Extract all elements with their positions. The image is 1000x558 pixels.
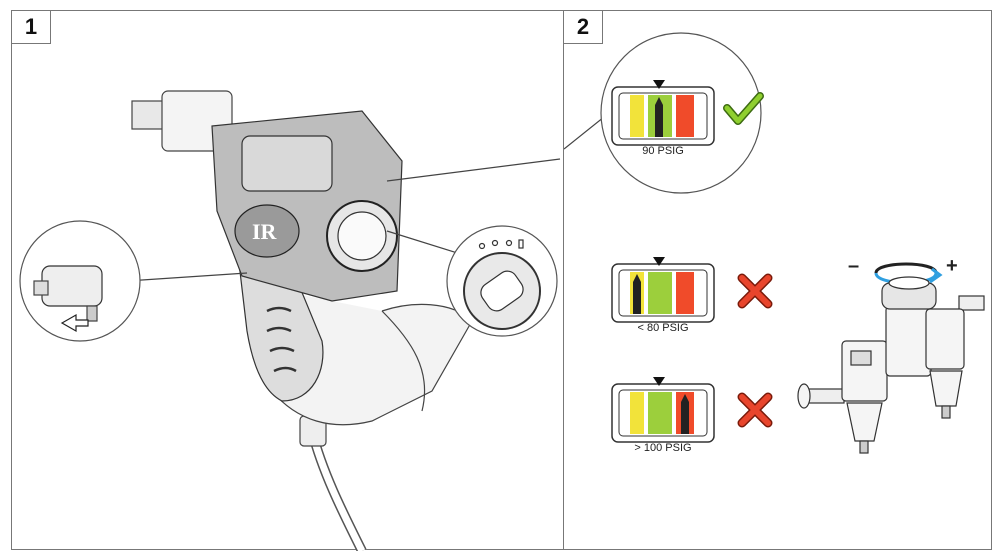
gauge-needle <box>681 394 689 434</box>
gauge-label: > 100 PSIG <box>634 442 692 454</box>
pressure-gauges-illustration <box>564 32 985 454</box>
cross-icon <box>737 273 773 309</box>
gauge-label: 90 PSIG <box>642 145 684 157</box>
panel-step-2: 2 <box>563 10 992 550</box>
gauge-label: < 80 PSIG <box>637 322 689 334</box>
gauge-under-80-psig <box>611 257 715 323</box>
gauge-pointer <box>653 377 665 386</box>
gauge-pointer <box>653 257 665 266</box>
check-icon <box>723 92 764 125</box>
cross-icon <box>737 392 773 428</box>
step-number: 2 <box>564 11 603 44</box>
increase-pressure-sign: + <box>946 255 958 277</box>
gauge-90-psig <box>611 80 715 146</box>
step-number: 1 <box>12 11 51 44</box>
decrease-pressure-sign: – <box>848 255 860 277</box>
impact-wrench-illustration: IR <box>19 90 561 551</box>
filter-regulator-lubricator-illustration <box>797 262 985 454</box>
panel-step-1: 1 IR <box>11 10 564 551</box>
gauge-over-100-psig <box>611 377 715 443</box>
gauge-pointer <box>653 80 665 89</box>
gauge-needle <box>655 97 663 137</box>
svg-text:IR: IR <box>252 219 278 244</box>
gauge-needle <box>633 274 641 314</box>
